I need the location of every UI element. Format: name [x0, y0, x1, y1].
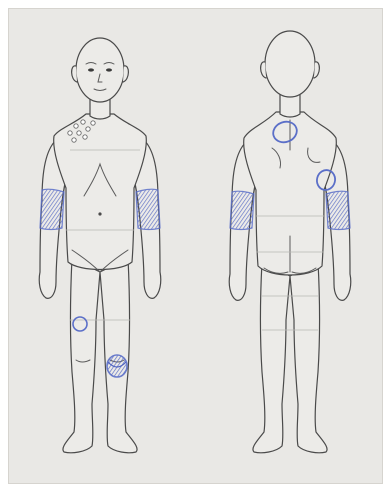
- right-forearm-band: [40, 189, 64, 229]
- front-navel: [98, 212, 101, 215]
- left-forearm-band: [136, 189, 160, 229]
- back-right-leg: [290, 262, 327, 453]
- back-right-forearm-band: [326, 191, 350, 229]
- back-left-forearm-band: [230, 191, 254, 229]
- front-head: [76, 38, 124, 102]
- front-eye-left: [106, 68, 112, 71]
- back-figure: [229, 31, 351, 453]
- front-torso: [54, 114, 147, 270]
- front-eye-right: [88, 68, 94, 71]
- front-figure: [39, 38, 161, 453]
- back-head: [265, 31, 315, 97]
- back-left-leg: [253, 262, 290, 453]
- left-knee-patch: [107, 355, 127, 377]
- front-right-leg: [63, 258, 100, 453]
